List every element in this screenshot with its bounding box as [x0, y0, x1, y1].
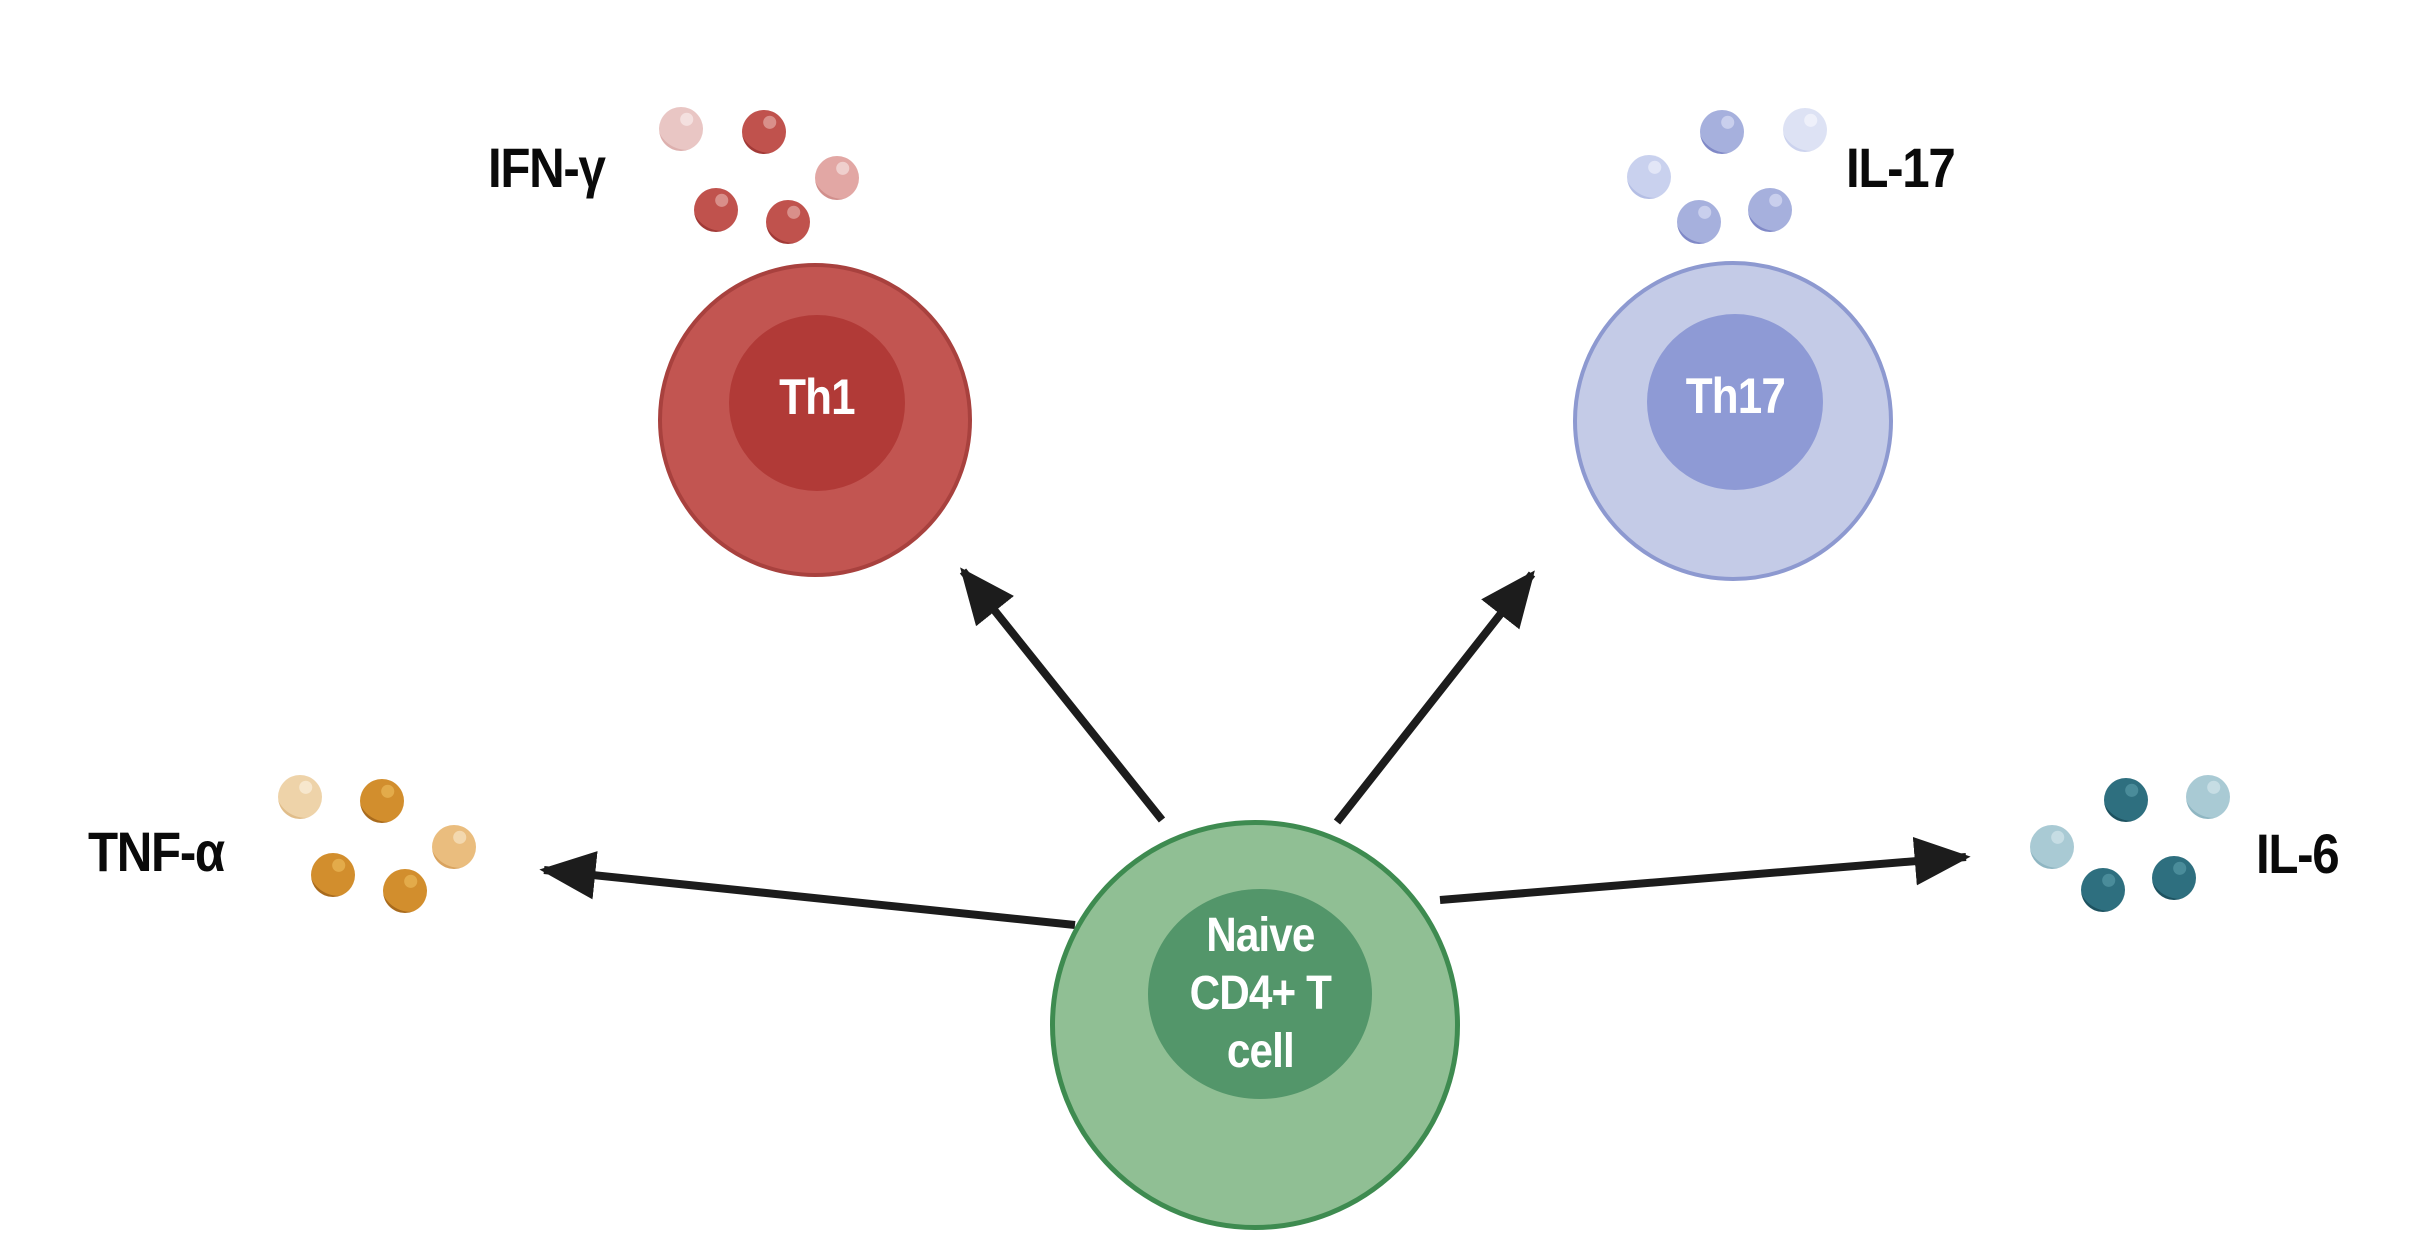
tnf-alpha-dot	[432, 825, 476, 869]
th17-nucleus: Th17	[1647, 314, 1823, 490]
th1-nucleus: Th1	[729, 315, 905, 491]
arrow-naive-to-th17	[1333, 570, 1536, 825]
naive-label-line-2: CD4+ T	[1189, 967, 1331, 1020]
naive-cd4-t-cell-nucleus: Naive CD4+ T cell	[1148, 889, 1372, 1099]
ifn-gamma-dot	[742, 110, 786, 154]
arrow-naive-to-il6	[1439, 836, 1971, 904]
tnf-alpha-dot	[311, 853, 355, 897]
il6-dot	[2104, 778, 2148, 822]
naive-label-line-3: cell	[1226, 1025, 1295, 1078]
il17-label: IL-17	[1846, 136, 1956, 199]
naive-cd4-t-cell: Naive CD4+ T cell	[1050, 820, 1460, 1230]
ifn-gamma-dot	[694, 188, 738, 232]
il17-dot	[1627, 155, 1671, 199]
il17-dot	[1748, 188, 1792, 232]
ifn-gamma-dot	[659, 107, 703, 151]
th1-cell: Th1	[658, 263, 972, 577]
il17-dot	[1677, 200, 1721, 244]
tnf-alpha-dot	[360, 779, 404, 823]
il6-dot	[2186, 775, 2230, 819]
il6-dot	[2081, 868, 2125, 912]
ifn-gamma-dot	[766, 200, 810, 244]
tnf-alpha-dot	[383, 869, 427, 913]
il6-dot	[2152, 856, 2196, 900]
th1-label: Th1	[779, 369, 855, 425]
tnf-alpha-label: TNF-α	[88, 820, 225, 883]
arrow-naive-to-th1	[959, 567, 1166, 823]
il17-dot	[1783, 108, 1827, 152]
il17-dot	[1700, 110, 1744, 154]
naive-cd4-t-cell-label: Naive CD4+ T cell	[1189, 907, 1331, 1081]
il6-label: IL-6	[2256, 822, 2340, 885]
il6-dot	[2030, 825, 2074, 869]
tnf-alpha-dot	[278, 775, 322, 819]
naive-label-line-1: Naive	[1205, 909, 1315, 962]
ifn-gamma-label: IFN-γ	[488, 136, 606, 199]
th17-label: Th17	[1685, 368, 1785, 424]
ifn-gamma-dot	[815, 156, 859, 200]
th17-cell: Th17	[1573, 261, 1893, 581]
arrow-naive-to-tnf-alpha	[539, 851, 1076, 929]
